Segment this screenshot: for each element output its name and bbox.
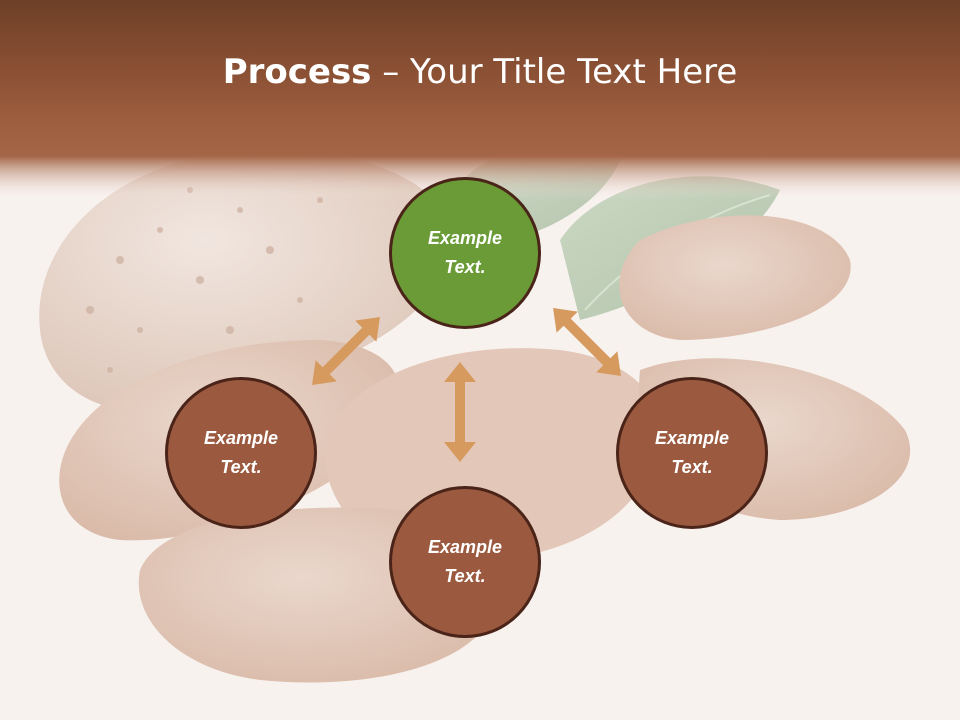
node-bottom-line1: Example	[427, 537, 503, 557]
node-top-line2: Text.	[444, 257, 486, 277]
title-bold-part: Process	[222, 52, 372, 92]
node-right-line2: Text.	[671, 457, 713, 477]
node-top-line1: Example	[427, 228, 503, 248]
node-right-line1: Example	[654, 428, 730, 448]
title-rest-part: – Your Title Text Here	[371, 52, 738, 92]
page-title: Process – Your Title Text Here	[0, 52, 960, 92]
node-left-line2: Text.	[220, 457, 262, 477]
node-bottom-line2: Text.	[444, 566, 486, 586]
node-left-line1: Example	[203, 428, 279, 448]
